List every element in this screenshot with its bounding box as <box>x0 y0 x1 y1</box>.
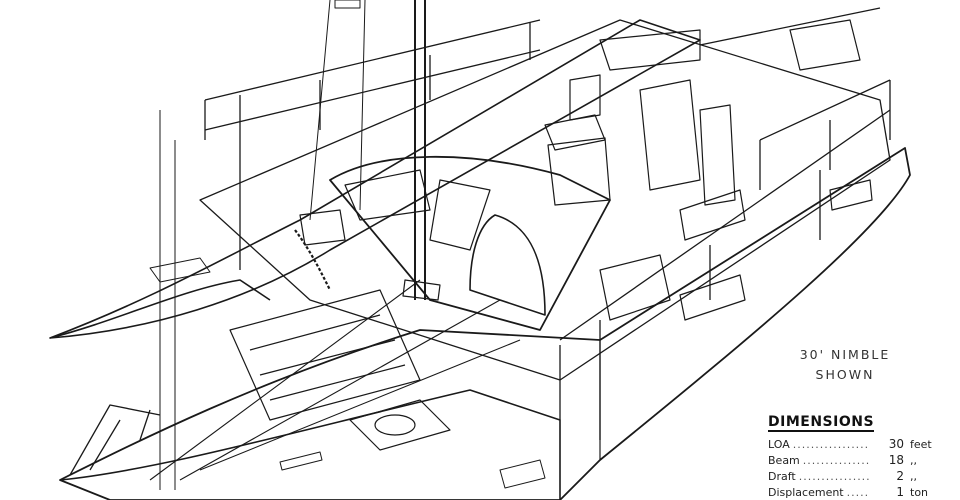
dimensions-heading: DIMENSIONS <box>768 414 875 432</box>
dimension-unit: feet <box>910 438 932 451</box>
galley-interior <box>229 19 873 421</box>
leader-dots: .............................. <box>798 470 870 483</box>
dimension-value: 18 <box>888 453 904 467</box>
dimension-row-displacement: Displacement ...........................… <box>768 485 944 500</box>
dimension-label: Beam <box>768 454 800 467</box>
mast-rigging <box>149 0 521 490</box>
cabin-top <box>329 155 611 331</box>
model-caption-line2: SHOWN <box>815 367 875 382</box>
dimension-unit: ,, <box>910 470 917 483</box>
dimension-row-draft: Draft .............................. 2 ,… <box>768 469 944 484</box>
dimension-unit: ,, <box>910 454 917 467</box>
leader-dots: .............................. <box>846 486 870 499</box>
dimension-row-beam: Beam .............................. 18 ,… <box>768 453 944 468</box>
dimension-value: 2 <box>896 469 904 483</box>
dimension-label: LOA <box>768 438 790 451</box>
dimension-value: 30 <box>888 437 904 451</box>
dimension-unit: ton <box>910 486 929 499</box>
dimension-label: Displacement <box>768 486 844 499</box>
model-caption-line1: 30' NIMBLE <box>799 347 891 362</box>
dimension-label: Draft <box>768 470 796 483</box>
leader-dots: .............................. <box>792 438 870 451</box>
dimension-value: 1 <box>896 485 904 499</box>
bridge-deck <box>199 19 891 381</box>
dimension-row-loa: LOA .............................. 30 fe… <box>768 437 944 452</box>
leader-dots: .............................. <box>802 454 870 467</box>
